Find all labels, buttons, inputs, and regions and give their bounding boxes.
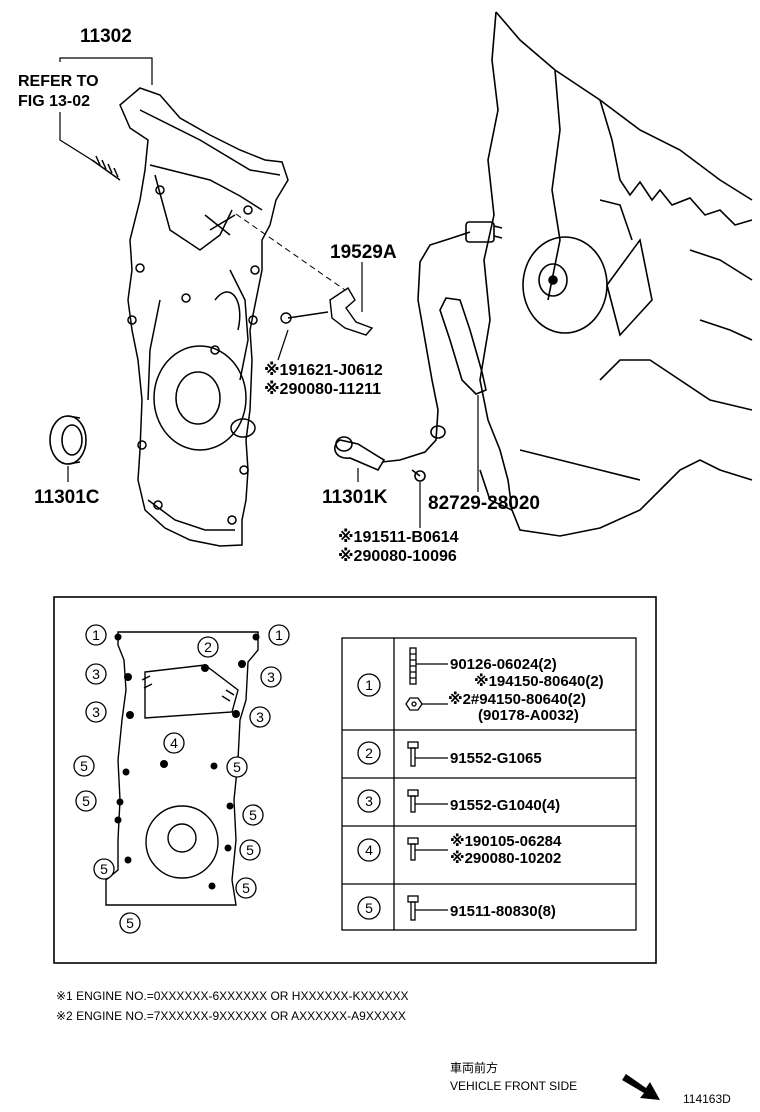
legend-row-5: 5 91511-80830(8) [357, 895, 556, 921]
callout-5-a: 5 [73, 755, 95, 777]
svg-text:3: 3 [92, 666, 100, 682]
svg-text:2: 2 [204, 639, 212, 655]
svg-text:91511-80830(8): 91511-80830(8) [450, 903, 556, 920]
svg-text:5: 5 [242, 880, 250, 896]
engine-note-1: ※1 ENGINE NO.=0XXXXXX-6XXXXXX OR HXXXXXX… [56, 989, 409, 1003]
callout-3-b: 3 [260, 666, 282, 688]
bolt-map-callouts: 1 1 2 3 3 3 3 4 5 5 5 5 5 5 5 5 [73, 624, 290, 934]
bolt-map-drawing [105, 631, 259, 906]
svg-text:5: 5 [82, 793, 90, 809]
svg-text:3: 3 [92, 704, 100, 720]
part-label-82729-28020: 82729-28020 [428, 493, 540, 514]
bracket-dashed-line [235, 213, 346, 291]
refer-leader-line [59, 112, 96, 163]
sensor-bolt-label-2: ※290080-10096 [338, 547, 457, 565]
part-label-11302: 11302 [80, 26, 132, 47]
svg-text:5: 5 [80, 758, 88, 774]
legend-row-1: 1 90126-06024(2) ※194150-80640(2) ※2#941… [357, 647, 604, 724]
svg-text:※190105-06284: ※190105-06284 [450, 832, 562, 850]
svg-text:※2#94150-80640(2): ※2#94150-80640(2) [448, 690, 586, 708]
stud-icon [409, 647, 448, 685]
timing-cover-drawing [119, 87, 289, 547]
bolt-icon [407, 895, 448, 921]
svg-text:※290080-10202: ※290080-10202 [450, 849, 561, 867]
bracket-bolt-label-1: ※191621-J0612 [264, 361, 383, 379]
bolt-icon [407, 837, 448, 861]
callout-5-h: 5 [119, 912, 141, 934]
bolt-icon [407, 789, 448, 813]
svg-text:3: 3 [365, 793, 373, 809]
callout-3-d: 3 [249, 706, 271, 728]
legend-row-4: 4 ※190105-06284 ※290080-10202 [357, 832, 562, 867]
figure-id: 114163D [683, 1092, 731, 1106]
callout-1-right: 1 [268, 624, 290, 646]
svg-text:4: 4 [170, 735, 178, 751]
part-label-11301C: 11301C [34, 487, 100, 508]
svg-text:5: 5 [100, 861, 108, 877]
bolt-legend-table: 1 90126-06024(2) ※194150-80640(2) ※2#941… [341, 637, 637, 931]
svg-text:91552-G1065: 91552-G1065 [450, 750, 542, 767]
svg-text:3: 3 [267, 669, 275, 685]
part-label-19529A: 19529A [330, 242, 397, 263]
stud-bolt-drawing [91, 155, 121, 181]
callout-1-left: 1 [85, 624, 107, 646]
svg-text:1: 1 [275, 627, 283, 643]
svg-text:1: 1 [365, 677, 373, 693]
callout-5-g: 5 [235, 877, 257, 899]
bracket-bolt-leader [277, 329, 289, 361]
sensor-harness-drawing [334, 221, 503, 482]
vehicle-front-en: VEHICLE FRONT SIDE [450, 1079, 577, 1093]
callout-5-c: 5 [75, 790, 97, 812]
callout-5-b: 5 [226, 756, 248, 778]
callout-3-a: 3 [85, 663, 107, 685]
refer-label-line2: FIG 13-02 [18, 93, 90, 110]
svg-text:1: 1 [92, 627, 100, 643]
part-label-11301K: 11301K [322, 487, 388, 508]
svg-text:5: 5 [233, 759, 241, 775]
legend-row-3: 3 91552-G1040(4) [357, 789, 560, 814]
svg-text:2: 2 [365, 745, 373, 761]
svg-text:5: 5 [246, 842, 254, 858]
svg-text:(90178-A0032): (90178-A0032) [478, 707, 579, 724]
nut-icon [405, 697, 448, 711]
callout-2: 2 [197, 636, 219, 658]
svg-text:3: 3 [256, 709, 264, 725]
bracket-bolt-label-2: ※290080-11211 [264, 380, 381, 398]
callout-5-d: 5 [242, 804, 264, 826]
svg-text:4: 4 [365, 842, 373, 858]
svg-text:5: 5 [249, 807, 257, 823]
bracket-drawing [280, 287, 374, 336]
callout-3-c: 3 [85, 701, 107, 723]
callout-4: 4 [163, 732, 185, 754]
svg-text:※194150-80640(2): ※194150-80640(2) [474, 672, 604, 690]
refer-label-line1: REFER TO [18, 73, 99, 90]
sensor-bolt-label-1: ※191511-B0614 [338, 528, 459, 546]
bolt-icon [407, 741, 448, 767]
engine-block-drawing [479, 11, 753, 537]
svg-text:90126-06024(2): 90126-06024(2) [450, 656, 557, 673]
svg-text:5: 5 [365, 900, 373, 916]
oil-seal-drawing [49, 415, 87, 465]
engine-note-2: ※2 ENGINE NO.=7XXXXXX-9XXXXXX OR AXXXXXX… [56, 1009, 406, 1023]
callout-5-f: 5 [93, 858, 115, 880]
main-part-leader [59, 57, 153, 85]
bolt-points [114, 633, 260, 890]
legend-row-2: 2 91552-G1065 [357, 741, 542, 767]
svg-text:91552-G1040(4): 91552-G1040(4) [450, 797, 560, 814]
bolt-location-frame [53, 596, 657, 964]
front-arrow-icon [622, 1074, 660, 1100]
callout-5-e: 5 [239, 839, 261, 861]
svg-text:5: 5 [126, 915, 134, 931]
vehicle-front-jp: 車両前方 [450, 1060, 498, 1075]
